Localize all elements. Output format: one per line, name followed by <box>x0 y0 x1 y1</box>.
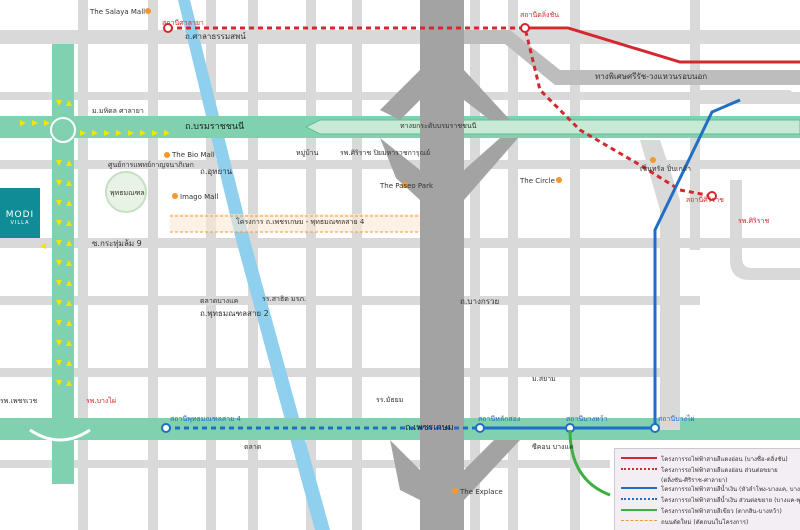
poi-seacon[interactable]: ซีคอน บางแค <box>532 443 574 451</box>
poi-marker <box>452 488 458 494</box>
legend-blue-solid <box>621 487 657 489</box>
poi-school-right[interactable]: รร.มัธยม <box>376 396 404 404</box>
poi-mahidol[interactable]: ม.มหิดล ศาลายา <box>92 107 144 115</box>
ratchaphruek-road <box>640 140 680 430</box>
brand-name: MODI <box>5 210 35 220</box>
poi-marker <box>402 182 408 188</box>
elevated-road <box>304 119 800 135</box>
poi-hospital-top[interactable]: รพ.ศิริราช ปิยมหาราชการุณย์ <box>340 149 431 157</box>
green-line <box>568 429 611 497</box>
blue-line <box>653 98 741 428</box>
poi-phutthamonthon: พุทธมณฑล <box>110 189 145 197</box>
poi-paseo-park[interactable]: The Paseo Park <box>380 182 434 190</box>
legend-orange-dashed <box>621 520 657 521</box>
legend-red-dotted <box>621 468 657 470</box>
station-bang-phai[interactable]: สถานีบางไผ่ <box>658 415 695 423</box>
poi-medical-center[interactable]: ศูนย์การแพทย์กาญจนาภิเษก <box>108 161 194 169</box>
legend-blue-dotted <box>621 498 657 500</box>
poi-siam-univ[interactable]: ม.สยาม <box>532 375 556 383</box>
road-label-elevated: ทางยกระดับบรมราชชนนี <box>400 122 477 130</box>
road-label-krathumlom: ซ.กระทุ่มล้ม 9 <box>92 239 142 248</box>
legend-label: โครงการรถไฟฟ้าสายสีเขียว (ตากสิน-บางหว้า… <box>661 508 782 515</box>
legend-green-solid <box>621 509 657 511</box>
map-legend: โครงการรถไฟฟ้าสายสีแดงอ่อน (บางซื่อ-ตลิ่… <box>614 448 800 530</box>
road-label-bang-phai: ถ.บางกรวย <box>460 297 500 306</box>
road-label-borommaratchachonnani: ถ.บรมราชชนนี <box>185 122 245 132</box>
legend-label: โครงการรถไฟฟ้าสายสีน้ำเงิน (หัวลำโพง-บาง… <box>661 486 800 493</box>
station-phutthamonthon4[interactable]: สถานีพุทธมณฑลสาย 4 <box>170 415 241 423</box>
poi-the-circle[interactable]: The Circle <box>520 177 555 185</box>
legend-label: ถนนตัดใหม่ (ตัดถนนในโครงการ) <box>661 519 749 526</box>
poi-school[interactable]: รร.สาธิต มรภ. <box>262 295 307 303</box>
poi-marker <box>650 157 656 163</box>
station-lak-song[interactable]: สถานีหลักสอง <box>478 415 521 423</box>
poi-marker <box>164 152 170 158</box>
station-siriraj[interactable]: สถานีศิริราช <box>686 196 724 204</box>
red-line-solid <box>525 26 800 64</box>
road-label-phutthamonthon2: ถ.พุทธมณฑลสาย 2 <box>200 309 269 318</box>
legend-label: โครงการรถไฟฟ้าสายสีแดงอ่อน (บางซื่อ-ตลิ่… <box>661 456 788 463</box>
poi-hospital-left[interactable]: รพ.บางไผ่ <box>86 397 117 405</box>
legend-label: (ตลิ่งชัน-ศิริราช-ศาลายา) <box>661 477 728 484</box>
park <box>105 171 147 213</box>
poi-central[interactable]: เซ็นทรัล ปิ่นเกล้า <box>640 165 691 173</box>
poi-marker <box>145 8 151 14</box>
brand-sub: VILLA <box>10 220 30 226</box>
poi-hospital-right[interactable]: รพ.ศิริราช <box>738 217 770 225</box>
poi-hospital-petchavej[interactable]: รพ.เพชรเวช <box>0 397 38 405</box>
poi-marker <box>556 177 562 183</box>
modi-villa-logo: MODI VILLA <box>0 188 40 238</box>
poi-marker <box>172 193 178 199</box>
station-taling-chan[interactable]: สถานีตลิ่งชัน <box>520 11 560 19</box>
kanchanaphisek-road <box>420 0 464 530</box>
road-label-utthayan: ถ.อุทยาน <box>200 167 233 176</box>
poi-market-2[interactable]: ตลาดบางแค <box>200 297 239 305</box>
legend-red-solid <box>621 457 657 459</box>
legend-label: โครงการรถไฟฟ้าสายสีน้ำเงิน ส่วนต่อขยาย (… <box>661 497 800 504</box>
road-label-sala-thammasop: ถ.ศาลาธรรมสพน์ <box>185 32 246 41</box>
road-label-expressway: ทางพิเศษศรีรัช-วงแหวนรอบนอก <box>595 72 708 81</box>
poi-imago-mall[interactable]: Imago Mall <box>180 193 219 201</box>
expressway-top <box>430 30 800 85</box>
access-arrows <box>20 100 170 386</box>
station-salaya[interactable]: สถานีศาลายา <box>162 19 204 27</box>
road-label-petchkasem: ถ.เพชรเกษม <box>405 423 454 433</box>
poi-village[interactable]: หมู่บ้าน <box>296 149 319 157</box>
poi-salaya-mall[interactable]: The Salaya Mall <box>90 8 146 16</box>
poi-market[interactable]: ตลาด <box>244 443 262 451</box>
red-line-extension <box>168 26 713 198</box>
legend-label: โครงการรถไฟฟ้าสายสีแดงอ่อน ส่วนต่อขยาย <box>661 467 778 474</box>
proposed-road-label: โครงการ ถ.เพชรเกษม - พุทธมณฑลสาย 4 <box>236 218 365 226</box>
poi-the-explace[interactable]: The Explace <box>460 488 503 496</box>
poi-bio-mall[interactable]: The Bio Mall <box>172 151 215 159</box>
station-bang-wa[interactable]: สถานีบางหว้า <box>566 415 608 423</box>
